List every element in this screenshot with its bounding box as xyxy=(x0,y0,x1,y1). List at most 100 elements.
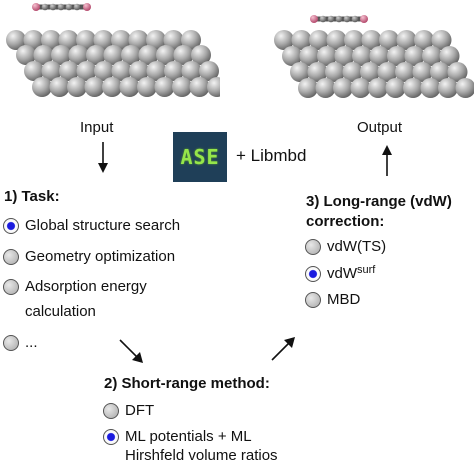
surface-atom xyxy=(129,61,149,81)
surface-atom xyxy=(403,78,423,98)
up-arrow-icon xyxy=(382,145,392,176)
surface-atom xyxy=(76,61,97,81)
surface-atom xyxy=(412,62,433,82)
surface-atom xyxy=(93,30,114,50)
surface-atom xyxy=(317,46,337,66)
option-label: Geometry optimization xyxy=(25,248,176,265)
option-label: Global structure search xyxy=(25,217,181,234)
surface-atom xyxy=(379,30,399,50)
surface-atom xyxy=(137,77,157,97)
task-title: 1) Task: xyxy=(4,188,60,205)
radio-selected-icon[interactable] xyxy=(3,218,19,234)
surface-atom xyxy=(274,30,294,50)
surface-atom xyxy=(344,30,364,50)
surface-atom xyxy=(154,77,175,97)
surface-atom xyxy=(23,30,44,50)
molecule-icon xyxy=(310,15,368,23)
vdw-option-surf[interactable]: vdWsurf xyxy=(305,264,375,284)
surface-atom xyxy=(24,61,44,81)
surface-atom xyxy=(431,30,452,50)
surface-atom xyxy=(33,45,54,65)
task-option-adsorption-energy[interactable]: Adsorption energy xyxy=(3,277,147,297)
surface-atom xyxy=(333,78,353,98)
task-option-global-search[interactable]: Global structure search xyxy=(3,216,180,236)
surface-atom xyxy=(41,61,62,81)
radio-unselected-icon[interactable] xyxy=(103,403,119,419)
ase-logo: ASE xyxy=(173,132,227,182)
long-range-title-line1: 3) Long-range (vdW) xyxy=(306,193,452,210)
radio-unselected-icon[interactable] xyxy=(3,279,19,295)
task-option-geometry-optimization[interactable]: Geometry optimization xyxy=(3,247,175,267)
surface-atom xyxy=(111,61,132,81)
radio-selected-icon[interactable] xyxy=(305,266,321,282)
surface-atom xyxy=(334,46,355,66)
surface-atom xyxy=(111,30,131,50)
surface-atom xyxy=(315,78,336,98)
output-label: Output xyxy=(357,119,403,136)
surface-atom xyxy=(282,46,302,66)
radio-unselected-icon[interactable] xyxy=(3,335,19,351)
surface-atom xyxy=(369,46,390,66)
down-arrow-icon xyxy=(98,142,108,173)
surface-atom xyxy=(163,30,184,50)
surface-atom xyxy=(49,77,70,97)
option-label: ... xyxy=(25,334,38,351)
surface-atom xyxy=(172,77,192,97)
surface-atom xyxy=(352,46,372,66)
surface-atom xyxy=(455,78,474,98)
surface-atom xyxy=(199,61,219,81)
surface-atom xyxy=(6,30,26,50)
vdw-option-mbd[interactable]: MBD xyxy=(305,290,360,310)
short-range-title: 2) Short-range method: xyxy=(104,375,270,392)
surface-atom xyxy=(67,77,87,97)
long-range-title-line2: correction: xyxy=(306,213,385,230)
surface-atom xyxy=(447,62,468,82)
short-range-option-ml[interactable]: ML potentials + ML xyxy=(103,427,252,447)
surface-atom xyxy=(420,78,441,98)
surface-atom xyxy=(128,30,149,50)
option-label: Adsorption energy xyxy=(25,278,147,295)
vdw-option-ts[interactable]: vdW(TS) xyxy=(305,237,386,257)
surface-atom xyxy=(103,45,124,65)
surface-atom xyxy=(422,46,442,66)
diagonal-down-arrow-icon xyxy=(119,339,143,363)
ase-logo-text: ASE xyxy=(180,145,220,169)
radio-unselected-icon[interactable] xyxy=(305,239,321,255)
option-label-continued: calculation xyxy=(25,303,96,320)
radio-selected-icon[interactable] xyxy=(103,429,119,445)
surface-atom xyxy=(68,45,89,65)
surface-atom xyxy=(385,78,406,98)
option-superscript: surf xyxy=(357,264,376,276)
option-label: MBD xyxy=(327,291,361,308)
surface-atom xyxy=(325,62,345,82)
surface-atom xyxy=(146,30,166,50)
surface-atom xyxy=(368,78,388,98)
option-label: ML potentials + ML xyxy=(125,428,252,445)
surface-atom xyxy=(404,46,425,66)
surface-atom xyxy=(191,45,211,65)
short-range-option-dft[interactable]: DFT xyxy=(103,401,154,421)
surface-atom xyxy=(298,78,318,98)
radio-unselected-icon[interactable] xyxy=(3,249,19,265)
surface-atom xyxy=(307,62,328,82)
surface-atom xyxy=(86,45,106,65)
option-label: vdW(TS) xyxy=(327,238,387,255)
radio-unselected-icon[interactable] xyxy=(305,292,321,308)
surface-atom xyxy=(58,30,79,50)
surface-atom xyxy=(207,77,220,97)
surface-atom xyxy=(32,77,52,97)
input-label: Input xyxy=(80,119,114,136)
surface-atom xyxy=(121,45,141,65)
surface-atom xyxy=(360,62,380,82)
surface-atom xyxy=(438,78,458,98)
surface-atom xyxy=(395,62,415,82)
surface-atom xyxy=(326,30,347,50)
option-label: vdWsurf xyxy=(327,264,376,283)
surface-atom xyxy=(173,45,194,65)
surface-atom xyxy=(342,62,363,82)
task-option-more[interactable]: ... xyxy=(3,333,38,353)
surface-atom xyxy=(396,30,417,50)
surface-atom xyxy=(16,45,36,65)
surface-atom xyxy=(299,46,320,66)
surface-atom xyxy=(102,77,122,97)
